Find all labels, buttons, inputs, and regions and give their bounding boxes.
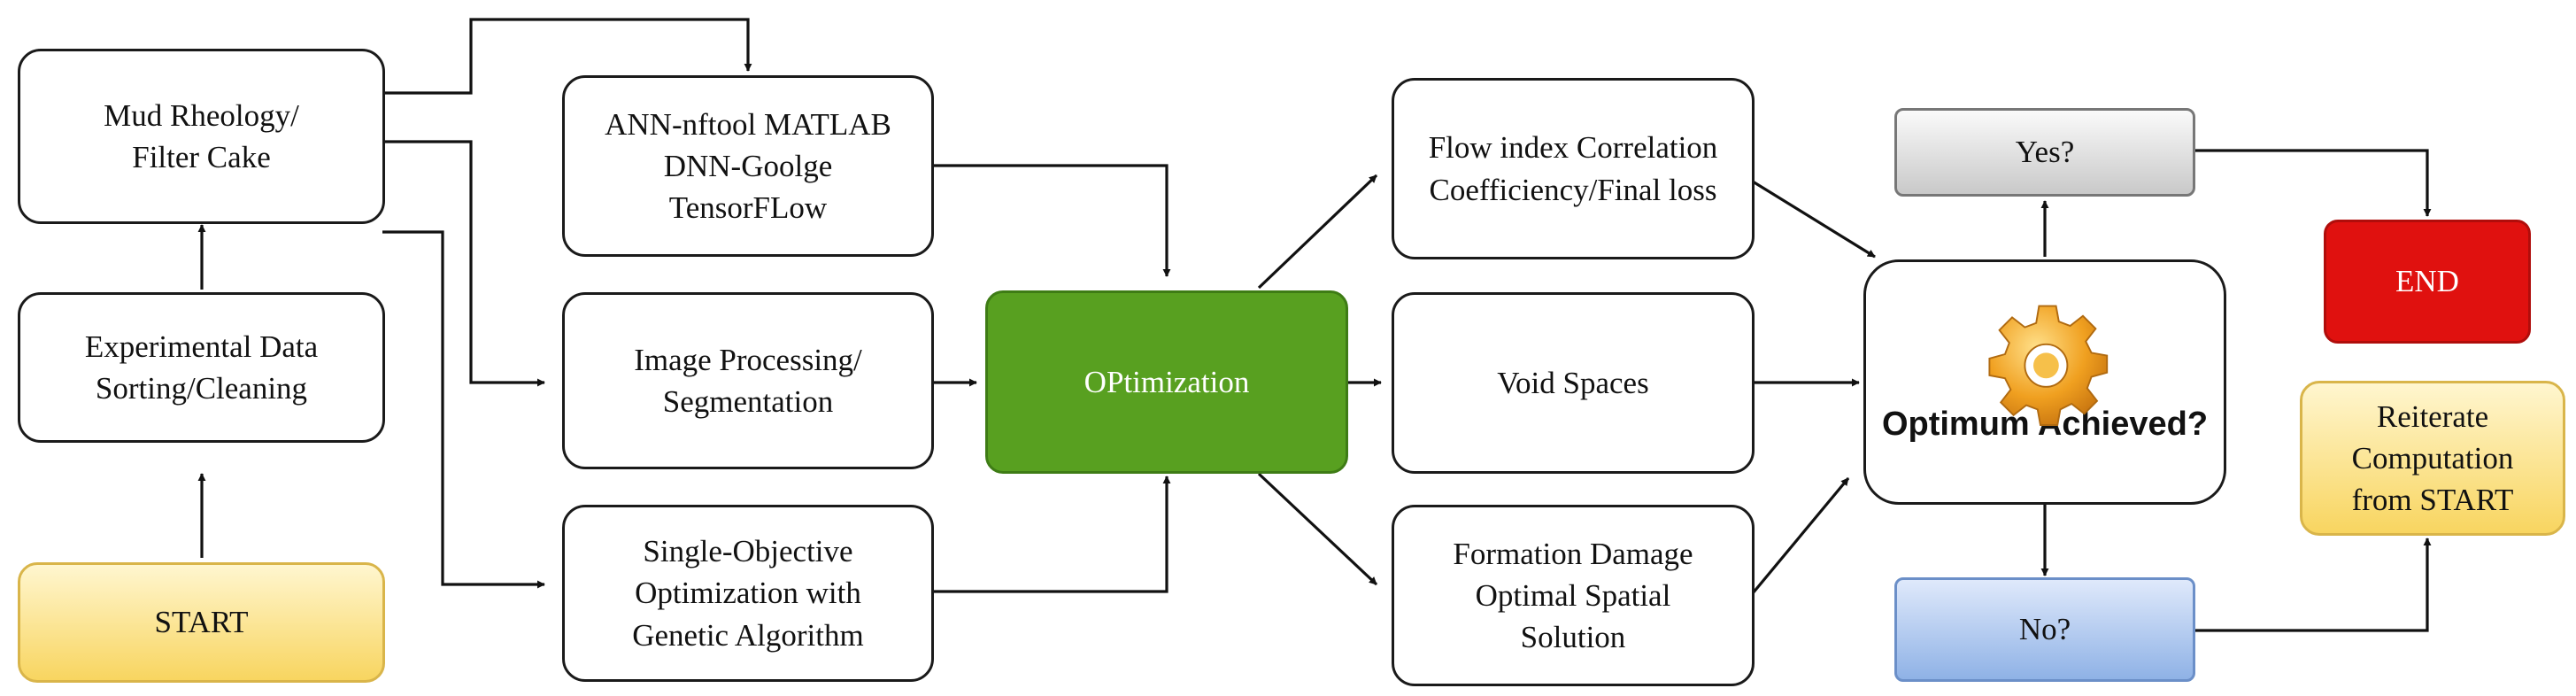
edge-mud-image xyxy=(382,140,545,387)
flow-index-node: Flow index Correlation Coefficiency/Fina… xyxy=(1392,78,1755,259)
yes-node: Yes? xyxy=(1894,108,2195,197)
edge-ann-optimization xyxy=(934,164,1171,277)
edge-optimization-formation xyxy=(1257,472,1378,586)
image-processing-label: Image Processing/ Segmentation xyxy=(634,342,862,419)
ann-label: ANN-nftool MATLAB DNN-Goolge TensorFLow xyxy=(605,106,891,226)
yes-label: Yes? xyxy=(2015,135,2075,170)
edge-flow-optimum xyxy=(1752,180,1876,259)
optimization-label: OPtimization xyxy=(1084,364,1250,399)
formation-damage-label: Formation Damage Optimal Spatial Solutio… xyxy=(1453,536,1693,655)
flow-index-label: Flow index Correlation Coefficiency/Fina… xyxy=(1428,130,1718,207)
optimization-node: OPtimization xyxy=(985,290,1348,474)
reiterate-node: Reiterate Computation from START xyxy=(2300,381,2565,536)
no-label: No? xyxy=(2018,612,2071,647)
mud-rheology-label: Mud Rheology/ Filter Cake xyxy=(104,97,299,174)
gear-icon xyxy=(1988,305,2109,426)
optimum-achieved-label: Optimum Achieved? xyxy=(1881,405,2209,443)
mud-rheology-node: Mud Rheology/ Filter Cake xyxy=(18,49,385,224)
edge-mud-single xyxy=(382,230,545,589)
start-node: START xyxy=(18,562,385,683)
edge-optimization-flow xyxy=(1257,174,1378,290)
reiterate-label: Reiterate Computation from START xyxy=(2351,398,2514,518)
edge-mud-ann xyxy=(382,18,752,95)
end-node: END xyxy=(2324,220,2531,344)
void-spaces-node: Void Spaces xyxy=(1392,292,1755,474)
ann-node: ANN-nftool MATLAB DNN-Goolge TensorFLow xyxy=(562,75,934,257)
optimum-achieved-node: Optimum Achieved? xyxy=(1863,259,2226,505)
formation-damage-node: Formation Damage Optimal Spatial Solutio… xyxy=(1392,505,1755,686)
end-label: END xyxy=(2395,264,2459,299)
edge-formation-optimum xyxy=(1751,476,1850,595)
edge-single-optimization xyxy=(934,476,1171,593)
experimental-data-label: Experimental Data Sorting/Cleaning xyxy=(84,329,319,406)
start-label: START xyxy=(154,605,249,640)
single-objective-label: Single-Objective Optimization with Genet… xyxy=(632,534,864,653)
single-objective-node: Single-Objective Optimization with Genet… xyxy=(562,505,934,682)
experimental-data-node: Experimental Data Sorting/Cleaning xyxy=(18,292,385,443)
edge-yes-end xyxy=(2195,149,2432,217)
image-processing-node: Image Processing/ Segmentation xyxy=(562,292,934,469)
void-spaces-label: Void Spaces xyxy=(1497,365,1649,400)
no-node: No? xyxy=(1894,577,2195,682)
edge-no-reiterate xyxy=(2195,537,2432,632)
